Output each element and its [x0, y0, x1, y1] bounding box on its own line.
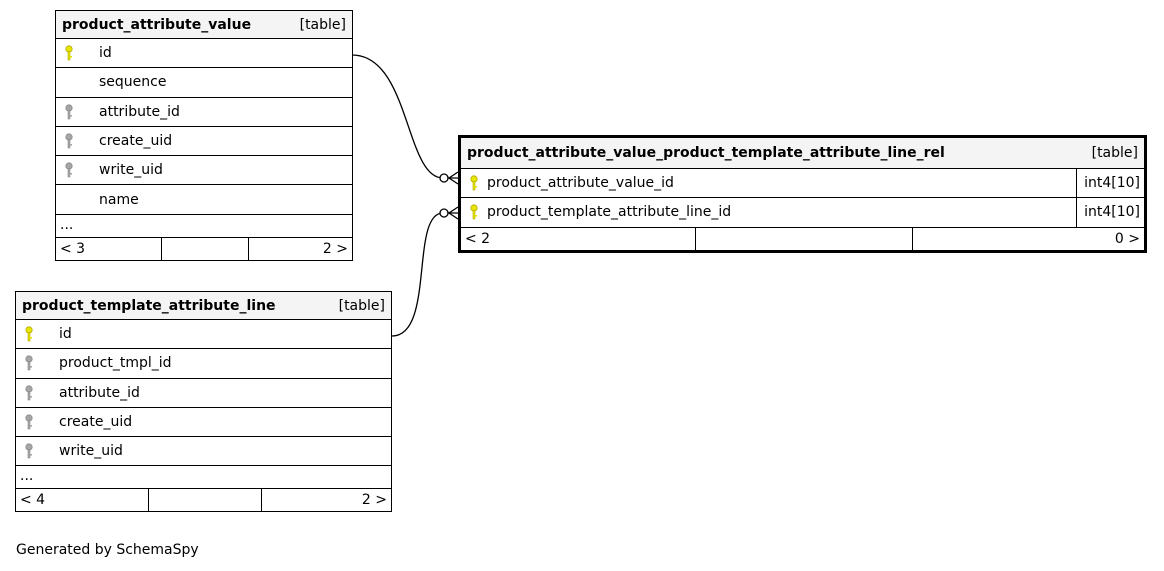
column-row[interactable]: product_tmpl_id	[16, 349, 391, 379]
table-product-attribute-value[interactable]: product_attribute_value [table] id seque…	[55, 10, 353, 261]
table-product-attribute-value-product-template-attribute-line-rel[interactable]: product_attribute_value_product_template…	[458, 135, 1147, 253]
footer-spacer	[696, 227, 913, 250]
table-product-template-attribute-line[interactable]: product_template_attribute_line [table] …	[15, 291, 392, 513]
primary-key-icon	[64, 45, 74, 61]
edge-pav-crowfoot	[447, 171, 459, 185]
column-row[interactable]: create_uid	[56, 127, 352, 157]
column-row[interactable]: id	[56, 39, 352, 69]
schemaspy-credit: Generated by SchemaSpy	[16, 542, 199, 558]
more-columns-ellipsis: ...	[56, 215, 352, 238]
column-name: create_uid	[59, 414, 133, 431]
table-kind: [table]	[1091, 145, 1138, 161]
column-name: product_template_attribute_line_id	[487, 204, 732, 221]
parents-count[interactable]: < 2	[461, 227, 696, 250]
table-header: product_attribute_value_product_template…	[461, 138, 1144, 169]
primary-key-icon	[469, 175, 479, 191]
foreign-key-icon	[24, 414, 34, 430]
table-kind: [table]	[338, 297, 385, 314]
column-row[interactable]: sequence	[56, 68, 352, 98]
table-footer: < 3 2 >	[56, 237, 352, 260]
table-header: product_template_attribute_line [table]	[16, 292, 391, 320]
edge-ptal-crowfoot	[447, 206, 459, 220]
column-name: sequence	[99, 74, 167, 91]
column-name: write_uid	[59, 443, 123, 460]
parents-count[interactable]: < 3	[56, 237, 162, 260]
more-columns-ellipsis: ...	[16, 466, 391, 490]
edge-pav-id-to-rel	[351, 54, 458, 179]
column-row[interactable]: write_uid	[56, 156, 352, 186]
no-key-icon	[64, 191, 74, 207]
column-type: int4[10]	[1076, 198, 1144, 227]
foreign-key-icon	[64, 133, 74, 149]
no-key-icon	[64, 74, 74, 90]
footer-spacer	[162, 237, 249, 260]
children-count[interactable]: 2 >	[322, 240, 348, 257]
foreign-key-icon	[64, 103, 74, 120]
column-name: id	[99, 45, 112, 62]
column-row[interactable]: product_template_attribute_line_id int4[…	[461, 198, 1144, 228]
column-row[interactable]: id	[16, 320, 391, 350]
column-name: attribute_id	[59, 384, 140, 401]
column-name: name	[99, 191, 139, 208]
table-name: product_attribute_value_product_template…	[467, 145, 945, 161]
column-row[interactable]: product_attribute_value_id int4[10]	[461, 169, 1144, 199]
table-footer: < 2 0 >	[461, 227, 1144, 250]
column-name: product_attribute_value_id	[487, 175, 674, 192]
column-name: create_uid	[99, 133, 173, 150]
table-name: product_attribute_value	[62, 16, 252, 33]
footer-spacer	[149, 489, 262, 512]
foreign-key-icon	[24, 384, 34, 401]
table-name: product_template_attribute_line	[22, 297, 276, 314]
table-kind: [table]	[299, 16, 346, 33]
column-name: attribute_id	[99, 103, 180, 120]
foreign-key-icon	[24, 443, 34, 459]
parents-count[interactable]: < 4	[16, 489, 149, 512]
foreign-key-icon	[64, 162, 74, 178]
primary-key-icon	[24, 326, 34, 342]
table-footer: < 4 2 >	[16, 489, 391, 512]
table-header: product_attribute_value [table]	[56, 11, 352, 39]
column-row[interactable]: name	[56, 185, 352, 215]
foreign-key-icon	[24, 355, 34, 371]
children-count[interactable]: 0 >	[1114, 230, 1140, 247]
column-row[interactable]: attribute_id	[56, 98, 352, 127]
column-type: int4[10]	[1076, 169, 1144, 198]
column-row[interactable]: attribute_id	[16, 379, 391, 408]
column-name: write_uid	[99, 162, 163, 179]
column-row[interactable]: create_uid	[16, 408, 391, 438]
edge-ptal-id-to-rel	[391, 212, 458, 337]
column-row[interactable]: write_uid	[16, 437, 391, 467]
primary-key-icon	[469, 204, 479, 220]
edge-ptal-optional-marker	[439, 208, 449, 218]
column-name: product_tmpl_id	[59, 355, 172, 372]
column-name: id	[59, 326, 72, 343]
children-count[interactable]: 2 >	[361, 492, 387, 509]
edge-pav-optional-marker	[439, 173, 449, 183]
